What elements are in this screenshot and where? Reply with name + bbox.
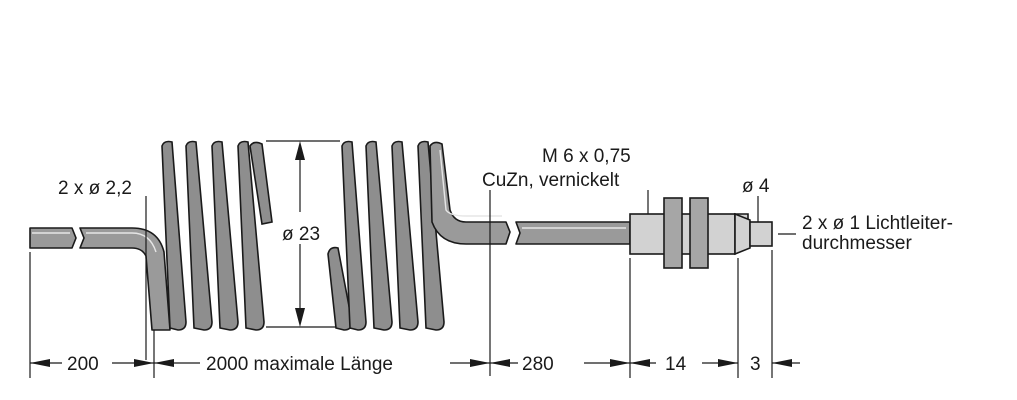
dimension-2000: 2000 maximale Länge	[206, 354, 393, 375]
sensor-head	[629, 197, 773, 269]
cable-out-of-right-coil	[429, 141, 511, 245]
cable-to-sensor	[515, 221, 631, 245]
label-fiber-core-line2: durchmesser	[802, 233, 912, 254]
extension-lines	[29, 250, 773, 378]
label-fiber-core-line1: 2 x ø 1 Lichtleiter-	[802, 213, 953, 234]
leader-lines	[145, 190, 796, 376]
label-thread: M 6 x 0,75	[542, 146, 631, 167]
coil-left	[161, 140, 273, 331]
dimension-chain	[30, 359, 800, 367]
coil-right	[327, 140, 445, 331]
label-material: CuZn, vernickelt	[482, 170, 620, 191]
label-coil-diameter: ø 23	[282, 224, 320, 245]
dimension-200: 200	[67, 354, 99, 375]
label-fiber-diameter-left: 2 x ø 2,2	[58, 178, 132, 199]
label-tip-diameter: ø 4	[742, 176, 770, 197]
cable-left-end	[29, 227, 77, 249]
dimension-14: 14	[665, 354, 687, 375]
dimension-3: 3	[750, 354, 761, 375]
cable-into-left-coil	[79, 227, 171, 331]
coil-diameter-dimension	[266, 140, 340, 328]
dimension-280: 280	[522, 354, 554, 375]
